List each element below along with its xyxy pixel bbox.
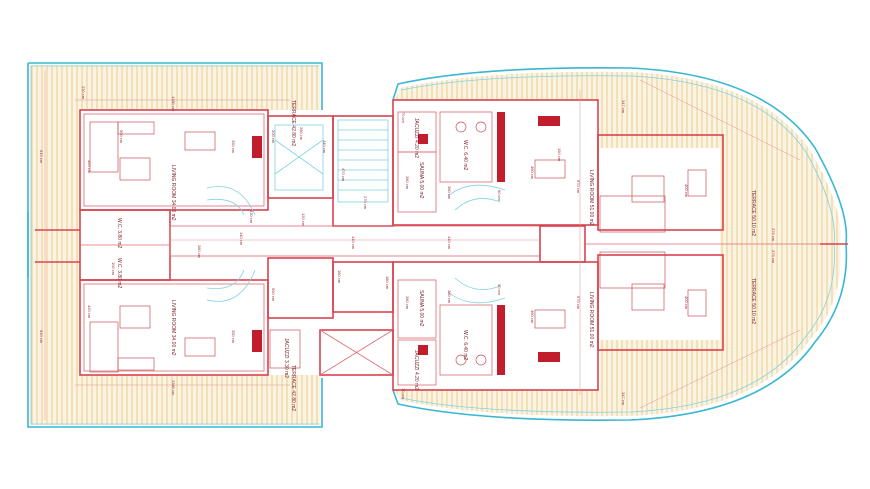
wc-left-bottom-label: W.C. 3.80 m2 — [116, 258, 122, 289]
living-top-right-label: LIVING ROOM 51.00 m2 — [588, 170, 594, 226]
dim-label: 350 cm — [231, 140, 236, 154]
dim-label: 280 cm — [299, 127, 304, 141]
sauna-top-label: SAUNA 5.00 m2 — [418, 162, 424, 199]
dim-label: 420 cm — [87, 160, 92, 174]
dim-label: 70 cm — [401, 388, 406, 400]
dim-label: 140 cm — [239, 232, 244, 246]
terrace-top-left-label: TERRACE 42.80 m2 — [290, 100, 296, 146]
dim-label: 347 cm — [621, 392, 626, 406]
dim-label: 120 cm — [301, 213, 306, 227]
dimension-lines — [44, 70, 801, 420]
living-top-left-label: LIVING ROOM 34.00 m2 — [170, 165, 176, 221]
dim-label: 470 cm — [341, 168, 346, 182]
stairs — [206, 119, 506, 304]
dim-label: 100 cm — [111, 262, 116, 276]
dim-label: 280 cm — [405, 176, 410, 190]
terrace-right-bottom-label: TERRACE 50.10 m2 — [750, 278, 756, 324]
dim-label: 200 cm — [271, 130, 276, 144]
dim-label: 420 cm — [87, 305, 92, 319]
dim-label: 375 cm — [771, 250, 776, 264]
dim-label: 500 cm — [119, 130, 124, 144]
dim-label: 70 cm — [401, 112, 406, 124]
dim-label: 140 cm — [351, 236, 356, 250]
dim-label: 180 cm — [385, 276, 390, 290]
dim-label: 1380 cm — [171, 380, 176, 396]
jacuzzi-top-label: JACUZZI 4.20 m2 — [413, 118, 419, 158]
sauna-bottom-label: SAUNA 5.00 m2 — [418, 290, 424, 327]
dim-label: 400 cm — [684, 184, 689, 198]
dim-label: 570 cm — [576, 296, 581, 310]
wc-left-top-label: W.C. 3.80 m2 — [116, 218, 122, 249]
dim-label: 400 cm — [684, 296, 689, 310]
dim-label: 330 cm — [249, 210, 254, 224]
dim-label: 280 cm — [197, 245, 202, 259]
terrace-bottom-left-label: TERRACE 42.80 m2 — [290, 365, 296, 411]
dim-label: 350 cm — [231, 330, 236, 344]
dim-label: 550 cm — [271, 288, 276, 302]
terrace-right-top-label: TERRACE 50.10 m2 — [750, 190, 756, 236]
dim-label: 380 cm — [447, 290, 452, 304]
dim-label: 230 cm — [81, 86, 86, 100]
dim-label: 570 cm — [576, 180, 581, 194]
dim-label: 1380 cm — [171, 96, 176, 112]
dim-label: 610 cm — [39, 150, 44, 164]
dim-label: 270 cm — [363, 196, 368, 210]
dim-label: 460 cm — [530, 310, 535, 324]
jacuzzi-left-label: JACUZZI 3.30 m2 — [283, 338, 289, 378]
dim-label: 460 cm — [530, 166, 535, 180]
jacuzzi-bottom-label: JACUZZI 4.20 m2 — [413, 350, 419, 390]
dim-label: 347 cm — [621, 100, 626, 114]
left-terrace-group — [27, 62, 323, 428]
kitchen-fixtures — [252, 112, 560, 375]
building-walls — [35, 99, 820, 391]
dim-label: 610 cm — [39, 330, 44, 344]
wc-right-bottom-label: W.C. 6.40 m2 — [462, 330, 468, 361]
right-terrace-group — [392, 67, 848, 421]
dim-label: 340 cm — [322, 140, 327, 154]
dim-label: 180 cm — [337, 270, 342, 284]
furniture — [89, 121, 707, 373]
dimension-labels: 230 cm 610 cm 610 cm 1380 cm 1380 cm 420… — [39, 86, 776, 406]
dim-label: 140 cm — [447, 236, 452, 250]
room-labels: TERRACE 42.80 m2 TERRACE 42.80 m2 TERRAC… — [116, 100, 756, 411]
dim-label: 380 cm — [447, 186, 452, 200]
wc-right-top-label: W.C. 6.40 m2 — [462, 140, 468, 171]
dim-label: 280 cm — [405, 296, 410, 310]
living-bottom-right-label: LIVING ROOM 51.00 m2 — [588, 292, 594, 348]
dim-label: 375 cm — [771, 228, 776, 242]
living-bottom-left-label: LIVING ROOM 34.00 m2 — [170, 300, 176, 356]
dim-label: 90 cm — [497, 284, 502, 296]
dim-label: 90 cm — [497, 190, 502, 202]
dim-label: 150 cm — [557, 148, 562, 162]
